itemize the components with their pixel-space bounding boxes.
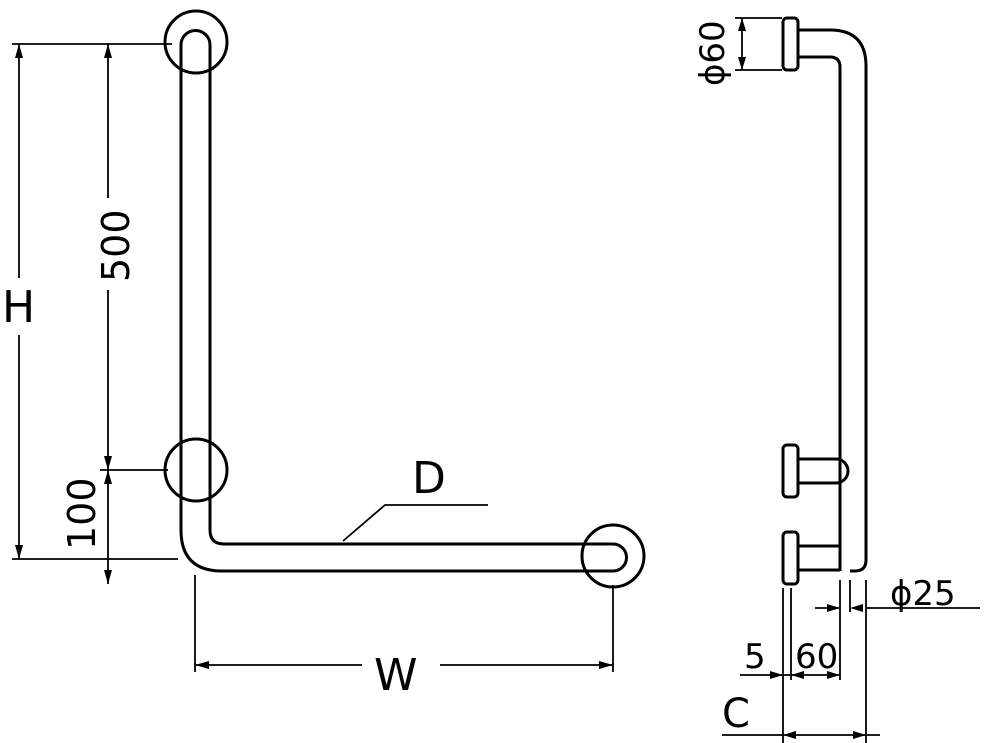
width-label: W: [374, 650, 418, 701]
side-arrowheads: [738, 18, 866, 739]
side-dimensions: [722, 17, 980, 743]
top-flange: [163, 9, 229, 75]
grab-bar-outer: [179, 45, 613, 573]
front-arrowheads: [15, 44, 613, 669]
diameter-label: D: [412, 453, 446, 504]
grab-bar-top-cap: [179, 29, 212, 46]
grab-bar-inner: [208, 45, 613, 546]
side-view: [781, 16, 868, 586]
side-pipe-outer: [798, 28, 868, 573]
side-middle-flange-plate: [781, 443, 800, 499]
side-pipe-inner: [798, 55, 842, 571]
height-label: H: [2, 282, 35, 333]
side-top-flange-plate: [781, 16, 800, 72]
d-leader-line: [342, 504, 488, 542]
grab-bar-end-cap: [612, 542, 628, 573]
lower-span-label: 100: [60, 477, 104, 550]
middle-flange: [163, 437, 229, 503]
pipe-diameter-label: ϕ25: [890, 574, 956, 614]
front-view: [163, 9, 646, 589]
side-middle-arm: [798, 457, 850, 485]
clearance-label: C: [722, 691, 750, 737]
end-flange: [580, 523, 646, 589]
offset-60-label: 60: [795, 637, 838, 677]
upper-span-label: 500: [94, 209, 138, 282]
side-bottom-flange-plate: [781, 530, 800, 586]
side-bottom-arm: [798, 544, 840, 572]
offset-5-label: 5: [744, 637, 766, 677]
flange-diameter-label: ϕ60: [693, 20, 733, 86]
front-dimensions: [12, 43, 614, 672]
